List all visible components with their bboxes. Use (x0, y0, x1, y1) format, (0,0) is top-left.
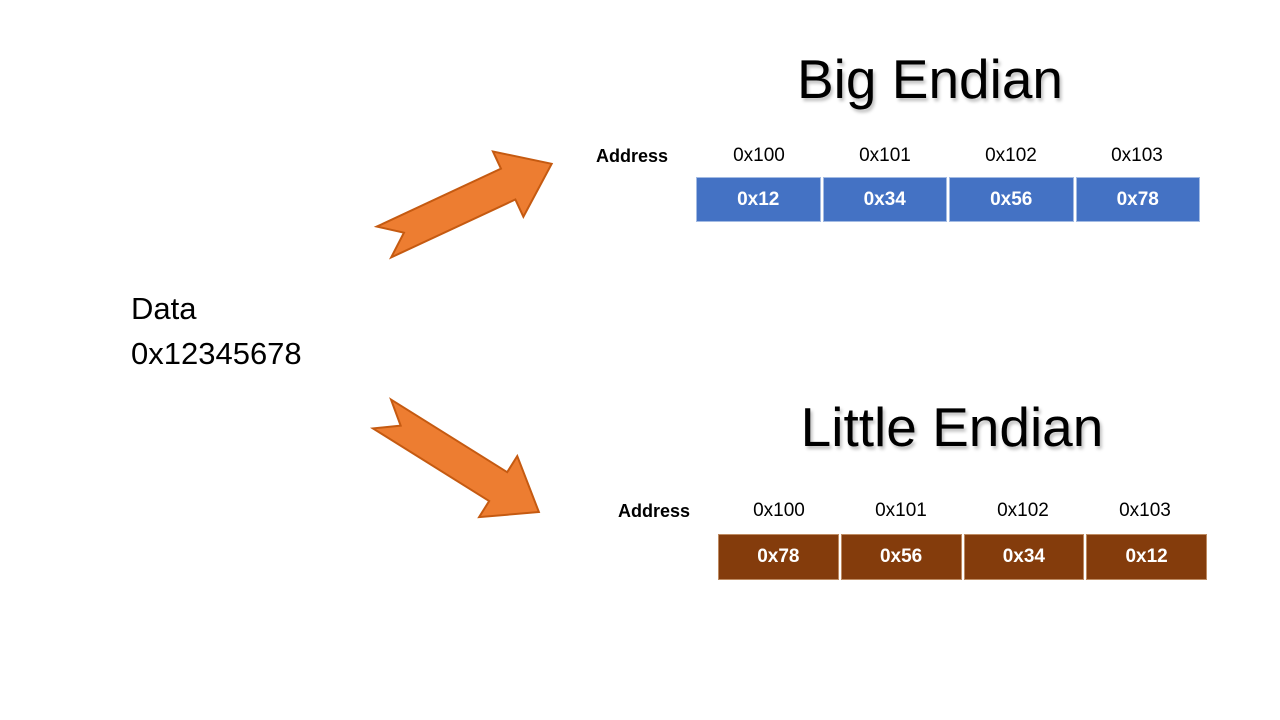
little-endian-byte-1: 0x56 (840, 534, 962, 580)
big-endian-byte-1: 0x34 (822, 177, 947, 222)
little-endian-address-label: Address (617, 500, 691, 521)
big-endian-address-1: 0x101 (859, 145, 911, 166)
block-arrow-up-icon (373, 150, 554, 260)
big-endian-address-2: 0x102 (985, 145, 1037, 166)
big-endian-title: Big Endian (796, 48, 1064, 110)
big-endian-address-label: Address (595, 145, 669, 166)
big-endian-address-3: 0x103 (1111, 145, 1163, 166)
big-endian-address-0: 0x100 (733, 145, 785, 166)
little-endian-address-0: 0x100 (753, 500, 805, 521)
arrow-to-little-endian (369, 397, 541, 519)
big-endian-byte-2: 0x56 (949, 177, 1074, 222)
little-endian-byte-3: 0x12 (1086, 534, 1207, 580)
data-label-title: Data (131, 291, 197, 326)
little-endian-byte-row: 0x78 0x56 0x34 0x12 (718, 534, 1207, 580)
big-endian-byte-row: 0x12 0x34 0x56 0x78 (696, 177, 1200, 222)
data-label-value: 0x12345678 (131, 336, 302, 371)
little-endian-byte-0: 0x78 (718, 534, 839, 580)
little-endian-address-3: 0x103 (1119, 500, 1171, 521)
big-endian-byte-3: 0x78 (1075, 177, 1200, 222)
little-endian-address-2: 0x102 (997, 500, 1049, 521)
little-endian-byte-2: 0x34 (963, 534, 1085, 580)
block-arrow-down-icon (369, 397, 541, 519)
big-endian-address-row: Address 0x100 0x101 0x102 0x103 (568, 143, 1200, 169)
little-endian-address-row: Address 0x100 0x101 0x102 0x103 (590, 498, 1206, 524)
little-endian-title: Little Endian (800, 396, 1104, 458)
data-value-label: Data 0x12345678 (131, 286, 302, 376)
little-endian-address-1: 0x101 (875, 500, 927, 521)
big-endian-byte-0: 0x12 (696, 177, 821, 222)
arrow-to-big-endian (373, 150, 554, 260)
